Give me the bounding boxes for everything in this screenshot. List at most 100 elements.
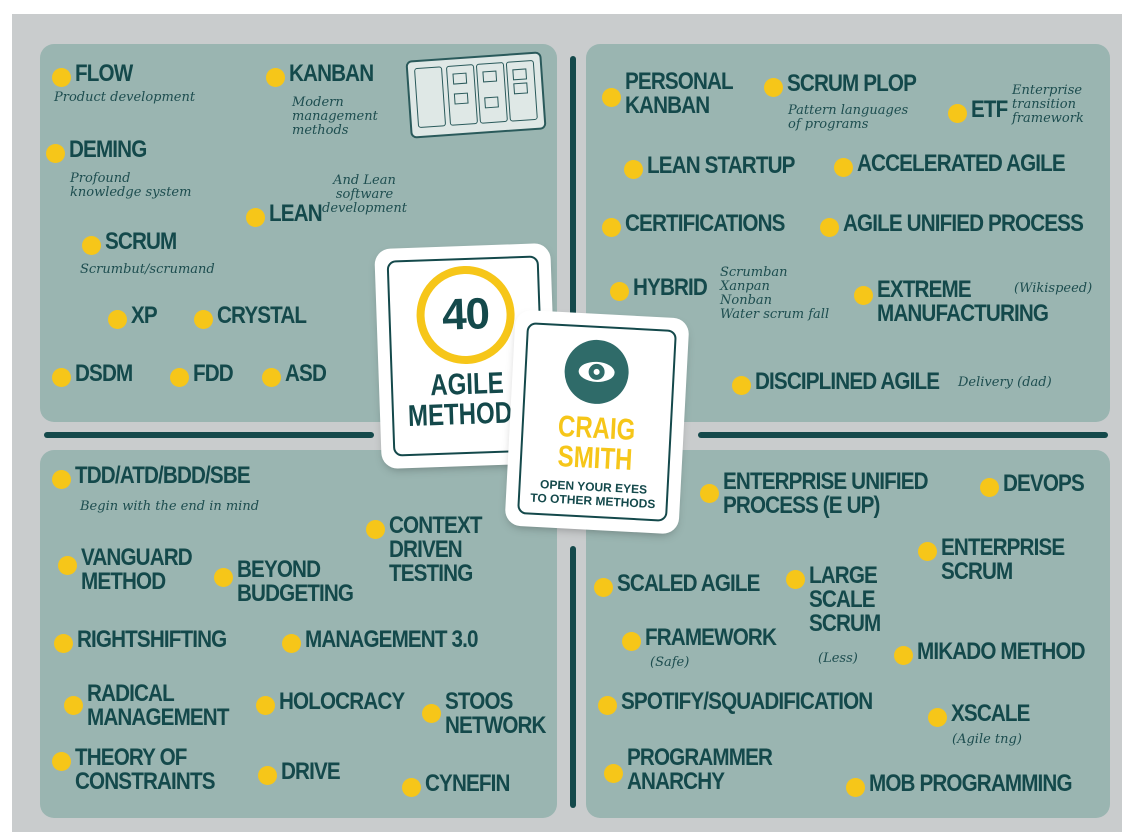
- item-dsdm: DSDM: [52, 362, 142, 387]
- note-xscale: (Agile tng): [952, 732, 1022, 747]
- term-enterprise-scrum: ENTERPRISE SCRUM: [941, 534, 1065, 585]
- term-mikado-method: MIKADO METHOD: [917, 638, 1086, 665]
- item-large-scale-scrum: LARGE SCALE SCRUM: [786, 564, 892, 636]
- item-context-driven-testing: CONTEXT DRIVEN TESTING: [366, 514, 497, 586]
- term-theory-of-constraints: THEORY OF CONSTRAINTS: [75, 744, 215, 795]
- term-programmer-anarchy: PROGRAMMER ANARCHY: [627, 744, 773, 795]
- term-deming: DEMING: [69, 136, 147, 163]
- item-programmer-anarchy: PROGRAMMER ANARCHY: [604, 746, 796, 794]
- item-fdd: FDD: [170, 362, 239, 387]
- term-crystal: CRYSTAL: [217, 302, 307, 329]
- divider-horizontal-left: [44, 432, 374, 438]
- method-count: 40: [441, 289, 490, 340]
- item-crystal: CRYSTAL: [194, 304, 321, 329]
- item-vanguard-method: VANGUARD METHOD: [58, 546, 210, 594]
- bullet-dot: [54, 634, 73, 653]
- term-agile-unified-process: AGILE UNIFIED PROCESS: [843, 210, 1084, 237]
- item-management-3: MANAGEMENT 3.0: [282, 628, 506, 653]
- note-scrum: Scrumbut/scrumand: [80, 262, 215, 277]
- item-lean: LEAN: [246, 202, 330, 227]
- note-etf: Enterprise transition framework: [1012, 83, 1084, 126]
- bullet-dot: [282, 634, 301, 653]
- bullet-dot: [732, 376, 751, 395]
- bullet-dot: [64, 696, 83, 715]
- item-disciplined-agile: DISCIPLINED AGILE: [732, 370, 969, 395]
- item-mob-programming: MOB PROGRAMMING: [846, 772, 1105, 797]
- bullet-dot: [52, 470, 71, 489]
- item-mikado-method: MIKADO METHOD: [894, 640, 1112, 665]
- bullet-dot: [170, 368, 189, 387]
- item-hybrid: HYBRID: [610, 276, 719, 301]
- term-xscale: XSCALE: [951, 700, 1030, 727]
- term-personal-kanban: PERSONAL KANBAN: [625, 68, 734, 119]
- bullet-dot: [624, 160, 643, 179]
- item-framework: FRAMEWORK: [622, 626, 797, 651]
- bullet-dot: [610, 282, 629, 301]
- bullet-dot: [214, 568, 233, 587]
- term-flow: FLOW: [75, 60, 133, 87]
- item-deming: DEMING: [46, 138, 159, 163]
- term-asd: ASD: [285, 360, 327, 387]
- note-extreme: (Wikispeed): [1014, 281, 1093, 296]
- bullet-dot: [52, 368, 71, 387]
- term-fdd: FDD: [193, 360, 234, 387]
- bullet-dot: [46, 144, 65, 163]
- bullet-dot: [602, 218, 621, 237]
- bullet-dot: [246, 208, 265, 227]
- term-disciplined-agile: DISCIPLINED AGILE: [755, 368, 940, 395]
- item-cynefin: CYNEFIN: [402, 772, 523, 797]
- term-lean: LEAN: [269, 200, 323, 227]
- bullet-dot: [82, 236, 101, 255]
- item-rightshifting: RIGHTSHIFTING: [54, 628, 251, 653]
- item-radical-management: RADICAL MANAGEMENT: [64, 682, 252, 730]
- term-hybrid: HYBRID: [633, 274, 708, 301]
- item-drive: DRIVE: [258, 760, 349, 785]
- bullet-dot: [918, 542, 937, 561]
- item-extreme-manufacturing: EXTREME MANUFACTURING: [854, 278, 1076, 326]
- item-flow: FLOW: [52, 62, 142, 87]
- bullet-dot: [604, 764, 623, 783]
- item-accelerated-agile: ACCELERATED AGILE: [834, 152, 1099, 177]
- divider-vertical-top: [570, 56, 576, 368]
- bullet-dot: [820, 218, 839, 237]
- term-beyond-budgeting: BEYOND BUDGETING: [237, 556, 354, 607]
- item-tdd: TDD/ATD/BDD/SBE: [52, 464, 278, 489]
- item-lean-startup: LEAN STARTUP: [624, 154, 819, 179]
- bullet-dot: [786, 570, 805, 589]
- item-personal-kanban: PERSONAL KANBAN: [602, 70, 750, 118]
- bullet-dot: [108, 310, 127, 329]
- item-enterprise-unified-process: ENTERPRISE UNIFIED PROCESS (E UP): [700, 470, 961, 518]
- term-management-3: MANAGEMENT 3.0: [305, 626, 478, 653]
- item-devops: DEVOPS: [980, 472, 1097, 497]
- term-tdd: TDD/ATD/BDD/SBE: [75, 462, 251, 489]
- divider-vertical-bottom: [570, 546, 576, 808]
- bullet-dot: [262, 368, 281, 387]
- item-xscale: XSCALE: [928, 702, 1042, 727]
- term-large-scale-scrum: LARGE SCALE SCRUM: [809, 562, 881, 637]
- divider-horizontal-right: [698, 432, 1108, 438]
- item-beyond-budgeting: BEYOND BUDGETING: [214, 558, 372, 606]
- term-spotify: SPOTIFY/SQUADIFICATION: [621, 688, 873, 715]
- bullet-dot: [402, 778, 421, 797]
- bullet-dot: [846, 778, 865, 797]
- bullet-dot: [948, 104, 967, 123]
- author-name: CRAIG SMITH: [556, 409, 637, 477]
- term-vanguard-method: VANGUARD METHOD: [81, 544, 193, 595]
- bullet-dot: [366, 520, 385, 539]
- term-dsdm: DSDM: [75, 360, 133, 387]
- bullet-dot: [594, 578, 613, 597]
- term-certifications: CERTIFICATIONS: [625, 210, 785, 237]
- note-kanban: Modern management methods: [292, 95, 378, 138]
- bullet-dot: [258, 766, 277, 785]
- term-drive: DRIVE: [281, 758, 341, 785]
- bullet-dot: [700, 484, 719, 503]
- panel-bottom-left: [40, 450, 557, 818]
- item-stoos-network: STOOS NETWORK: [422, 690, 562, 738]
- item-scrum: SCRUM: [82, 230, 188, 255]
- item-etf: ETF: [948, 98, 1013, 123]
- term-stoos-network: STOOS NETWORK: [445, 688, 546, 739]
- term-mob-programming: MOB PROGRAMMING: [869, 770, 1073, 797]
- note-flow: Product development: [54, 90, 196, 105]
- item-xp: XP: [108, 304, 161, 329]
- item-kanban: KANBAN: [266, 62, 387, 87]
